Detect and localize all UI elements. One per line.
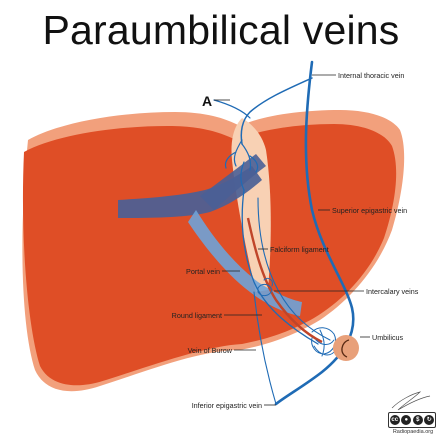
license-site: Radiopaedia.org [392,429,434,435]
label-inferior-epigastric-vein: Inferior epigastric vein [192,401,262,410]
hepatic-tributaries [224,139,259,191]
by-icon: ● [401,415,412,425]
label-round-ligament: Round ligament [172,311,222,320]
signature-icon [391,391,431,411]
label-umbilicus: Umbilicus [372,333,404,342]
label-internal-thoracic-vein: Internal thoracic vein [338,71,404,80]
epigastric-vein-trunk [274,60,355,406]
label-a: A [202,93,212,109]
portal-vein-branch [200,154,266,210]
sa-icon: ↻ [424,415,435,425]
license-badge: cc ● $ ↻ Radiopaedia.org [388,412,438,438]
cc-icon: cc [389,415,400,425]
vein-a [213,99,251,119]
paraumbilical-vein [257,197,331,341]
label-portal-vein: Portal vein [186,267,220,276]
round-ligament [246,217,323,344]
label-vein-of-burow: Vein of Burow [188,346,233,355]
vein-of-burow [241,189,319,345]
cc-license-mark: cc ● $ ↻ [388,412,436,428]
nc-icon: $ [412,415,423,425]
internal-thoracic-vein [240,77,313,145]
umbilicus [333,335,359,361]
liver [22,124,397,386]
portal-vein [188,210,302,316]
label-superior-epigastric-vein: Superior epigastric vein [332,206,407,215]
portal-vein-trunk [118,166,262,218]
label-falciform-ligament: Falciform ligament [270,245,329,254]
label-intercalary-veins: Intercalary veins [366,287,419,296]
inferior-epigastric-branch [253,291,277,405]
umbilicus-fold [341,339,350,358]
intercalary-veins [257,277,273,297]
diagram-title: Paraumbilical veins [42,7,400,53]
